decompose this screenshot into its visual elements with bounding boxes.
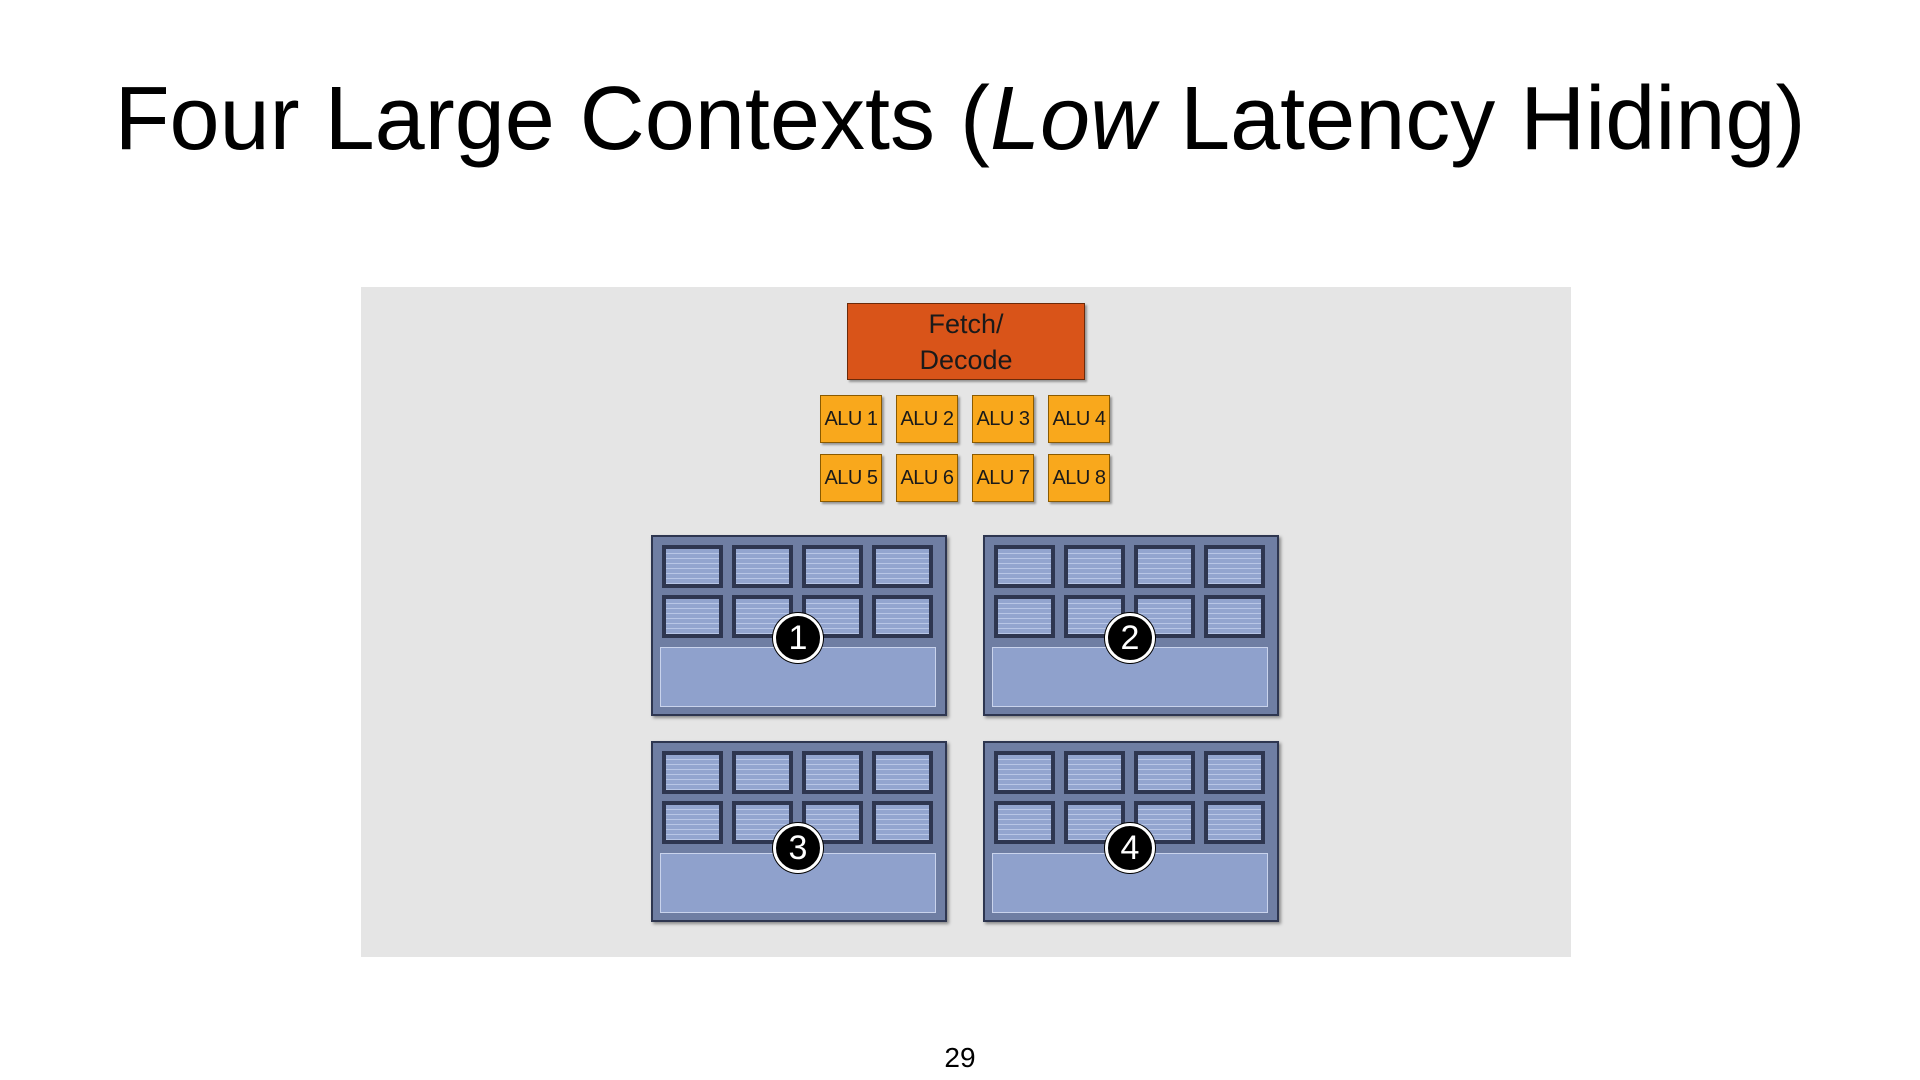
register-block [994,801,1055,844]
register-block [1064,801,1125,844]
context-number-badge: 2 [1105,613,1155,663]
title-emphasis: Low [989,69,1156,169]
register-block [1204,801,1265,844]
register-block [1204,751,1265,794]
register-block [1064,751,1125,794]
context-1: 1 [651,535,947,716]
alu-1: ALU 1 [820,395,882,443]
register-block [802,751,863,794]
register-block [662,801,723,844]
alu-6: ALU 6 [896,454,958,502]
register-block [732,751,793,794]
context-3: 3 [651,741,947,922]
register-block [872,751,933,794]
register-block [994,595,1055,638]
register-block [872,801,933,844]
register-block [872,545,933,588]
register-block [1134,545,1195,588]
processor-core-diagram: Fetch/ Decode ALU 1 ALU 2 ALU 3 ALU 4 AL… [361,287,1571,957]
register-block [1064,545,1125,588]
fetch-decode-line2: Decode [919,344,1013,375]
context-number-badge: 4 [1105,823,1155,873]
context-4: 4 [983,741,1279,922]
register-block [994,545,1055,588]
fetch-decode-line1: Fetch/ [928,308,1004,339]
alu-3: ALU 3 [972,395,1034,443]
context-number-badge: 1 [773,613,823,663]
register-block [1204,595,1265,638]
alu-8: ALU 8 [1048,454,1110,502]
register-block [872,595,933,638]
slide-title: Four Large Contexts (Low Latency Hiding) [0,70,1920,169]
fetch-decode-unit: Fetch/ Decode [847,303,1085,380]
register-block [732,545,793,588]
context-number-badge: 3 [773,823,823,873]
register-block [662,751,723,794]
register-block [662,595,723,638]
register-block [1134,751,1195,794]
context-2: 2 [983,535,1279,716]
register-block [802,545,863,588]
register-block [1204,545,1265,588]
page-number: 29 [944,1042,976,1073]
alu-7: ALU 7 [972,454,1034,502]
alu-2: ALU 2 [896,395,958,443]
title-prefix: Four Large Contexts ( [114,69,990,169]
title-suffix: Latency Hiding) [1155,69,1806,169]
alu-4: ALU 4 [1048,395,1110,443]
alu-5: ALU 5 [820,454,882,502]
register-block [662,545,723,588]
register-block [994,751,1055,794]
